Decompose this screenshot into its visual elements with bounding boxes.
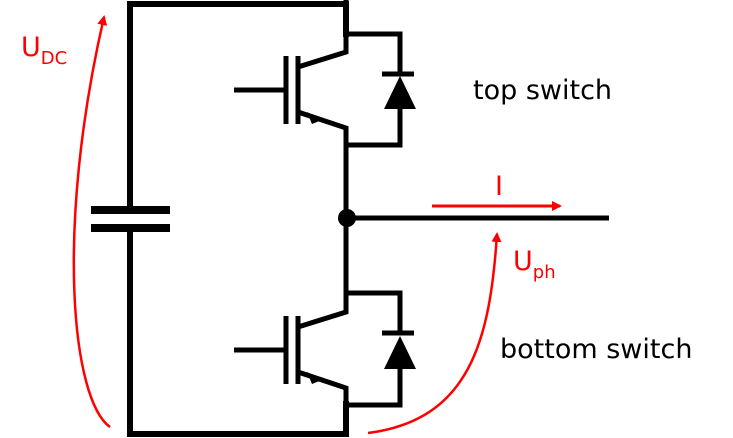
uph-label: Uph [513,246,556,282]
top-diode-triangle-icon [384,76,416,109]
udc-label: UDC [21,32,67,68]
udc-voltage-arrow [72,15,111,429]
bottom-switch [234,224,414,434]
bottom-switch-label: bottom switch [500,334,693,365]
bottom-diode-wiring-lower [346,368,403,408]
bottom-emitter [297,369,349,434]
uph-label-main: U [513,246,533,277]
phase-node-dot [338,209,356,227]
negative-rail [127,225,349,437]
top-emitter-arrow-icon [307,112,322,124]
top-collector [297,0,349,70]
current-label: I [495,171,503,202]
bottom-collector [297,224,349,330]
dc-link-capacitor [91,206,170,232]
capacitor-plate-bottom [91,224,170,232]
uph-voltage-arrow [367,232,502,435]
capacitor-plate-top [91,206,170,214]
top-diode-wiring [346,31,403,73]
positive-rail [127,1,349,211]
top-switch-label: top switch [473,75,613,106]
udc-label-sub: DC [40,48,68,69]
bottom-diode-triangle-icon [384,336,416,369]
top-diode-wiring-lower [346,108,403,148]
dc-bus-wiring [127,1,349,437]
uph-label-sub: ph [532,262,556,283]
udc-label-main: U [21,32,41,63]
bottom-emitter-arrow-icon [307,372,322,384]
top-emitter [297,109,349,212]
bottom-diode-wiring [346,290,403,333]
